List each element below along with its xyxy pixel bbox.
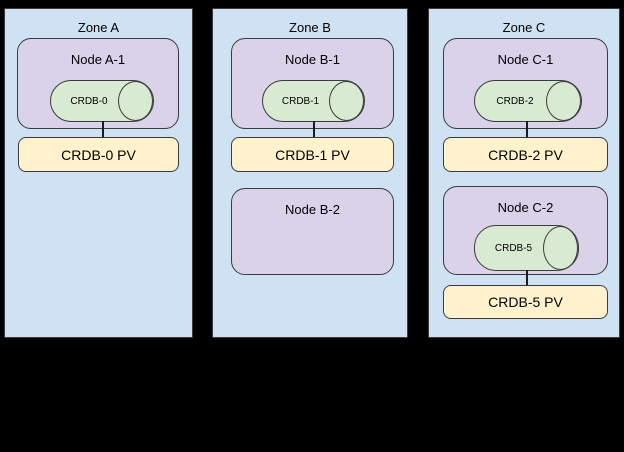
cylinder-end-ellipse (543, 226, 578, 270)
cylinder-end-ellipse (118, 81, 153, 121)
connector-line (526, 270, 528, 285)
cylinder-end-ellipse (546, 81, 581, 121)
node-c2-label: Node C-2 (497, 200, 554, 215)
crdb-1-cylinder: CRDB-1 (262, 80, 365, 122)
crdb-2-pv-box: CRDB-2 PV (443, 137, 608, 172)
crdb-0-cylinder: CRDB-0 (50, 80, 154, 122)
crdb-2-pv-label: CRDB-2 PV (488, 146, 563, 163)
zone-c: Zone C Node C-1 CRDB-2 CRDB-2 PV Node C-… (428, 8, 620, 338)
node-a1: Node A-1 CRDB-0 (17, 38, 179, 129)
zone-c-label: Zone C (502, 20, 546, 35)
crdb-0-pv-box: CRDB-0 PV (18, 137, 179, 172)
connector-line (102, 121, 104, 137)
crdb-2-cylinder: CRDB-2 (474, 80, 582, 122)
zone-a-label: Zone A (77, 20, 120, 35)
zone-b: Zone B Node B-1 CRDB-1 CRDB-1 PV Node B-… (212, 8, 408, 338)
connector-line (526, 121, 528, 137)
crdb-0-cylinder-label: CRDB-0 (70, 95, 108, 107)
node-a1-label: Node A-1 (70, 52, 126, 67)
node-b1-label: Node B-1 (285, 52, 340, 67)
node-c1: Node C-1 CRDB-2 (443, 38, 608, 129)
crdb-5-pv-box: CRDB-5 PV (443, 285, 608, 319)
crdb-1-cylinder-label: CRDB-1 (281, 95, 320, 107)
cylinder-end-ellipse (329, 81, 364, 121)
zone-b-label: Zone B (289, 20, 331, 35)
node-b2-label: Node B-2 (285, 202, 340, 217)
crdb-2-cylinder-label: CRDB-2 (496, 95, 534, 107)
connector-line (313, 121, 315, 137)
crdb-1-pv-box: CRDB-1 PV (231, 137, 394, 172)
node-c1-label: Node C-1 (497, 52, 554, 67)
crdb-5-pv-label: CRDB-5 PV (488, 294, 563, 310)
crdb-0-pv-label: CRDB-0 PV (61, 146, 136, 163)
crdb-5-cylinder: CRDB-5 (474, 225, 579, 271)
node-b2: Node B-2 (231, 188, 394, 275)
crdb-1-pv-label: CRDB-1 PV (275, 146, 350, 163)
zone-a: Zone A Node A-1 CRDB-0 CRDB-0 PV (4, 8, 193, 338)
node-b1: Node B-1 CRDB-1 (231, 38, 394, 129)
crdb-5-cylinder-label: CRDB-5 (494, 242, 533, 254)
node-c2: Node C-2 CRDB-5 (443, 186, 608, 275)
